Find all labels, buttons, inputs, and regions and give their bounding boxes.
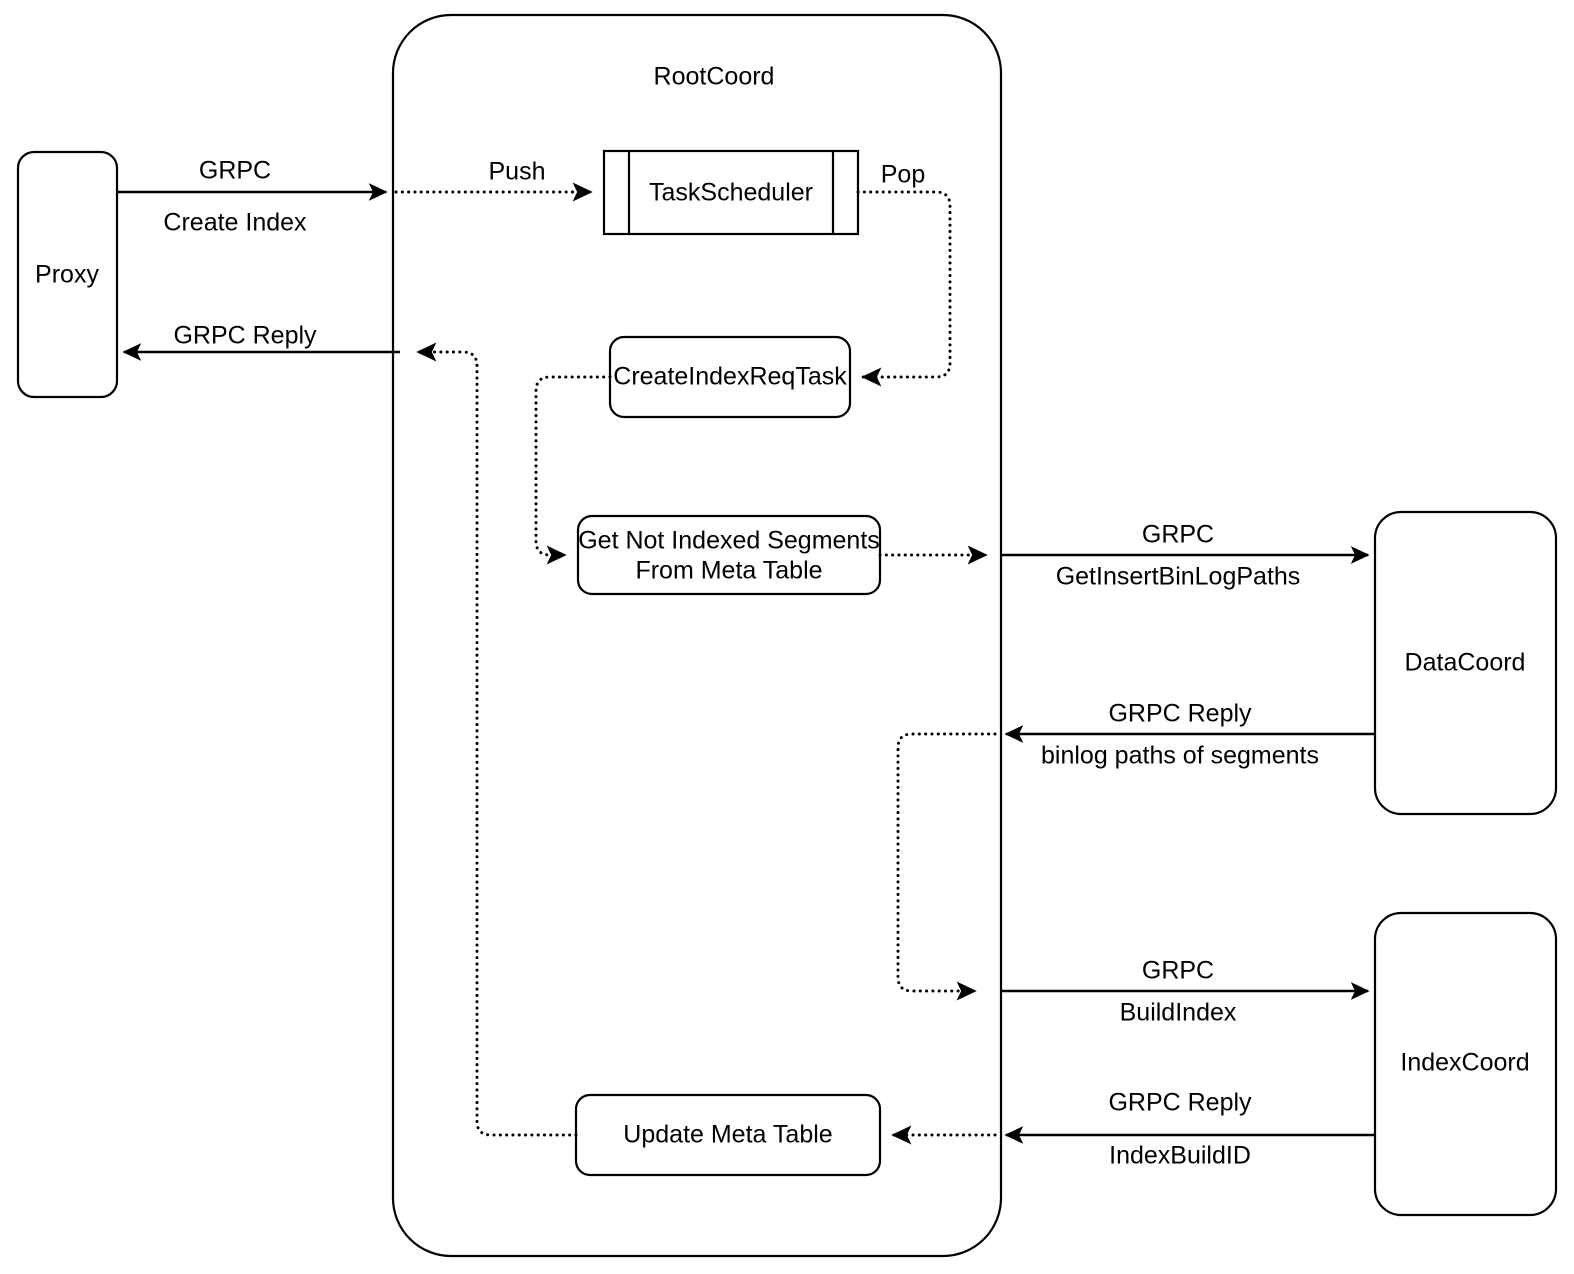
- edge-to-indexcoord-label-bottom: BuildIndex: [1120, 999, 1237, 1027]
- edge-to-indexcoord: GRPC BuildIndex: [1000, 957, 1370, 1027]
- node-datacoord[interactable]: DataCoord: [1373, 510, 1558, 816]
- edge-push-label: Push: [489, 158, 546, 186]
- edge-datacoord-reply-label-top: GRPC Reply: [1108, 700, 1252, 728]
- edge-segments-to-datacoord-label-bottom: GetInsertBinLogPaths: [1056, 563, 1301, 591]
- edge-proxy-to-rootcoord: GRPC Create Index: [117, 157, 388, 237]
- edge-meta-to-grpc-reply: [416, 342, 578, 1137]
- edge-push-to-scheduler: Push: [394, 158, 593, 202]
- update-meta-table-label: Update Meta Table: [623, 1121, 832, 1149]
- create-index-req-task-label: CreateIndexReqTask: [613, 363, 847, 391]
- edge-rootcoord-to-proxy-label-top: GRPC Reply: [173, 322, 317, 350]
- node-indexcoord[interactable]: IndexCoord: [1373, 911, 1558, 1217]
- edge-pop-label: Pop: [881, 161, 925, 189]
- node-task-scheduler[interactable]: TaskScheduler: [602, 149, 860, 236]
- node-create-index-req-task[interactable]: CreateIndexReqTask: [608, 335, 852, 419]
- edge-indexcoord-reply: GRPC Reply IndexBuildID: [1004, 1089, 1375, 1170]
- edge-rootcoord-to-proxy: GRPC Reply: [122, 322, 400, 361]
- edge-pop-from-scheduler: Pop: [856, 161, 952, 387]
- task-scheduler-label: TaskScheduler: [649, 179, 813, 207]
- edge-meta-to-grpc-reply-line: [416, 342, 578, 1137]
- edge-task-to-get-segments: [534, 375, 612, 565]
- node-update-meta-table[interactable]: Update Meta Table: [574, 1093, 882, 1177]
- indexcoord-label: IndexCoord: [1400, 1049, 1529, 1077]
- get-not-indexed-segments-label-line1: Get Not Indexed Segments: [578, 527, 880, 555]
- node-get-not-indexed-segments[interactable]: Get Not Indexed Segments From Meta Table: [576, 514, 882, 596]
- edge-indexcoord-reply-label-top: GRPC Reply: [1108, 1089, 1252, 1117]
- edge-datacoord-reply-label-bottom: binlog paths of segments: [1041, 742, 1319, 770]
- edge-proxy-to-rootcoord-label-top: GRPC: [199, 157, 271, 185]
- indexcoord-box[interactable]: [1373, 911, 1558, 1217]
- edge-binlog-to-buildindex-line: [896, 732, 997, 1001]
- edge-datacoord-reply: GRPC Reply binlog paths of segments: [1004, 700, 1375, 770]
- datacoord-label: DataCoord: [1405, 649, 1526, 677]
- edge-proxy-to-rootcoord-label-bottom: Create Index: [163, 209, 307, 237]
- edge-indexcoord-reply-label-bottom: IndexBuildID: [1109, 1142, 1251, 1170]
- node-proxy[interactable]: Proxy: [16, 150, 119, 399]
- edge-to-indexcoord-label-top: GRPC: [1142, 957, 1214, 985]
- proxy-box[interactable]: [16, 150, 119, 399]
- edge-task-to-get-segments-line: [534, 375, 612, 565]
- edge-segments-to-datacoord: GRPC GetInsertBinLogPaths: [1000, 521, 1370, 591]
- rootcoord-label: RootCoord: [654, 63, 775, 91]
- edge-binlog-to-buildindex: [896, 732, 997, 1001]
- get-not-indexed-segments-label-line2: From Meta Table: [635, 557, 822, 585]
- container-rootcoord: RootCoord: [391, 13, 1003, 1258]
- proxy-label: Proxy: [35, 261, 99, 289]
- rootcoord-boundary: [391, 13, 1003, 1258]
- edge-segments-to-datacoord-label-top: GRPC: [1142, 521, 1214, 549]
- datacoord-box[interactable]: [1373, 510, 1558, 816]
